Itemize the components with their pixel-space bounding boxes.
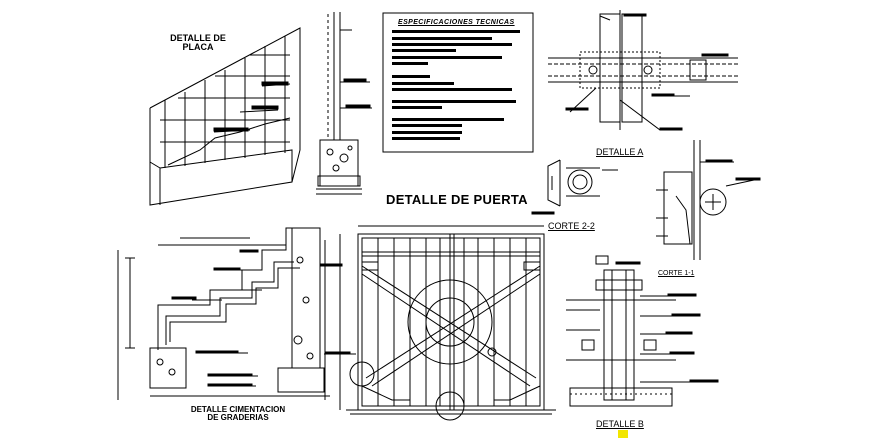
spec-box: [382, 12, 534, 153]
corte-2-2: [656, 140, 761, 260]
title-detalle-cimentacion: DETALLE CIMENTACION DE GRADERIAS: [190, 405, 286, 422]
gate-circle-inner: [425, 297, 475, 347]
spec-frame: [382, 12, 534, 153]
cimentacion-graderias: [117, 227, 351, 400]
step-rebar-2: [169, 267, 300, 342]
detalle-b: [566, 255, 719, 407]
footing-right: [291, 227, 321, 369]
footing-left: [149, 347, 187, 389]
title-detalle-puerta: DETALLE DE PUERTA: [386, 192, 528, 207]
spec-lines: [392, 30, 520, 140]
placa-leader: [239, 109, 279, 113]
title-corte-1-1: CORTE 1-1: [658, 270, 695, 277]
column-footing-base: [317, 175, 361, 187]
detalle-b-footing: [569, 387, 673, 407]
pipe-section: [699, 188, 727, 216]
title-detalle-placa: DETALLE DE PLACA: [170, 33, 226, 52]
pipe-section: [567, 169, 593, 195]
step-outline: [157, 227, 292, 350]
connection-detail: [548, 10, 738, 131]
placa-base: [149, 161, 161, 205]
detalle-a: [547, 159, 618, 207]
title-detalle-a: DETALLE A: [596, 147, 644, 157]
placa-label-bar: [213, 127, 249, 132]
placa-detail: [149, 27, 301, 206]
column-footing: [319, 139, 359, 187]
column-elevation: [316, 12, 372, 195]
detalle-b-highlight: [618, 430, 628, 438]
placa-label-bar: [251, 105, 279, 110]
placa-outline: [149, 27, 301, 206]
title-especificaciones: ESPECIFICACIONES TECNICAS: [398, 19, 515, 26]
gate-elevation: [324, 211, 556, 421]
gate-frame: [357, 233, 545, 411]
gate-circle-outer: [407, 279, 493, 365]
title-corte-2-2: CORTE 2-2: [548, 221, 595, 231]
placa-step: [159, 149, 293, 182]
footing-base: [277, 367, 325, 393]
placa-label-bar: [261, 81, 289, 86]
placa-rebar-bent: [167, 117, 291, 166]
step-rebar: [165, 261, 294, 345]
title-detalle-b: DETALLE B: [596, 419, 644, 429]
